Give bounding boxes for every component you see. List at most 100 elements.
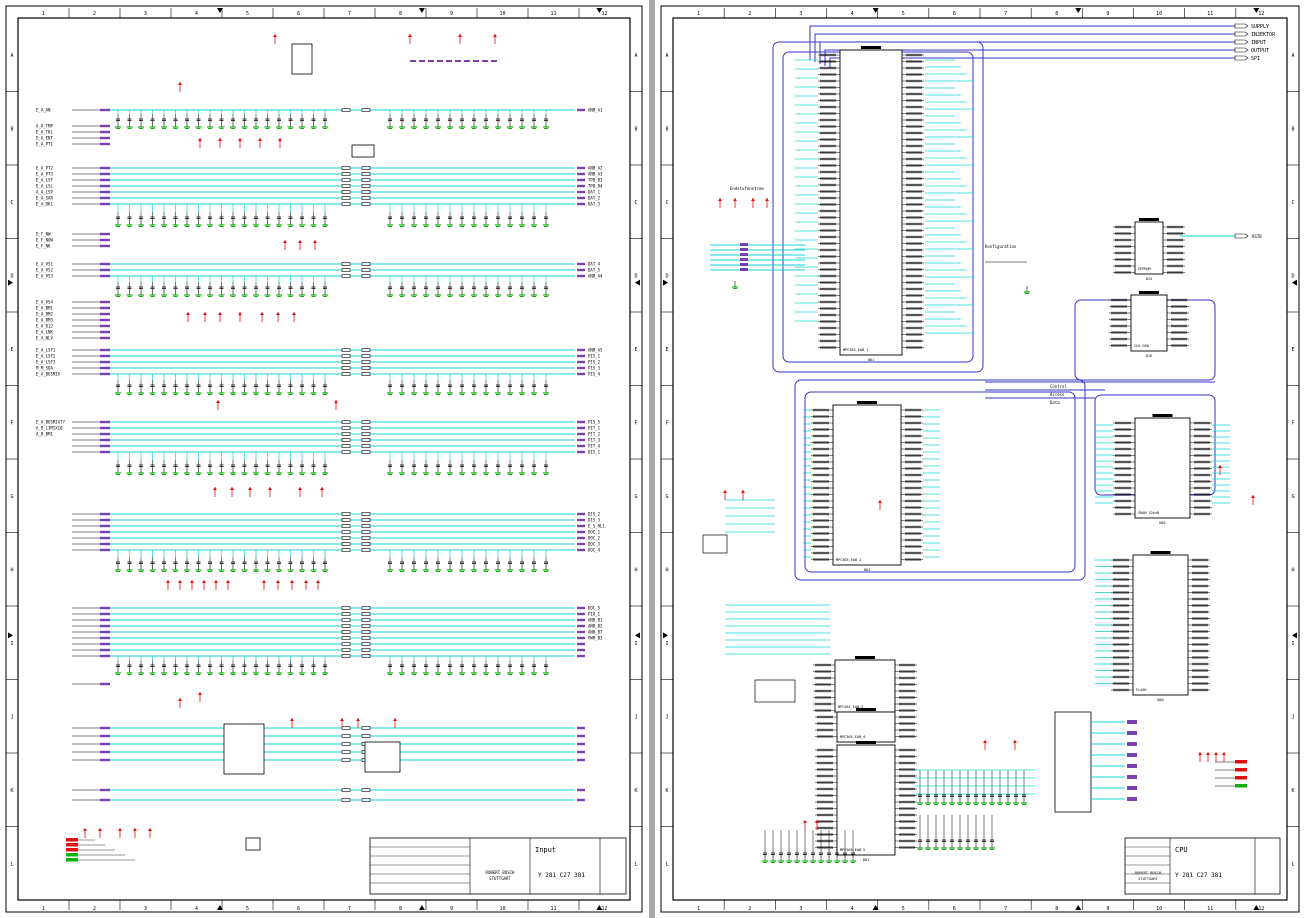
row-label-right: L: [1291, 861, 1294, 867]
column-label-top: 4: [851, 11, 854, 17]
connector-pin-icon: [100, 788, 110, 792]
row-label-left: H: [10, 567, 13, 573]
pin-label-block: [820, 300, 836, 304]
pin-label-block: [905, 532, 921, 535]
pin-label-block: [1111, 305, 1127, 308]
jumper-pin-icon: [1127, 786, 1137, 790]
row-label-left: C: [10, 200, 13, 206]
pin-label-block: [906, 60, 922, 63]
status-led-icon: [1235, 784, 1247, 788]
pin-label-block: [1194, 473, 1210, 477]
supply-arrow-icon: [765, 198, 769, 201]
ic-chip-ref: D06: [1157, 698, 1163, 702]
frame-arrow: [1253, 8, 1260, 13]
pin-label-block: [905, 473, 921, 477]
connector-pin-icon: [100, 274, 110, 278]
pin-label-block: [1113, 584, 1129, 588]
resistor-icon: [361, 268, 371, 272]
supply-arrow-icon: [983, 740, 987, 743]
pin-label-block: [906, 300, 922, 304]
output-pin-icon: [577, 178, 585, 182]
pin-label-block: [906, 307, 922, 310]
pin-label-block: [813, 499, 829, 503]
pin-label-block: [820, 125, 836, 128]
column-label-bottom: 4: [851, 906, 854, 912]
resistor-icon: [361, 734, 371, 738]
pin-label-block: [906, 248, 922, 252]
sheet-outer-border: [660, 5, 1300, 913]
pin-label-block: [817, 722, 833, 725]
legend-cell: [66, 858, 78, 862]
column-label-top: 7: [348, 11, 351, 17]
column-label-bottom: 2: [93, 906, 96, 912]
resistor-icon: [341, 750, 351, 754]
connector-pin-icon: [100, 426, 110, 430]
pin-label-block: [1111, 324, 1127, 328]
pin-label-block: [1115, 434, 1131, 438]
output-signal-label: ANB_A1: [588, 108, 603, 113]
resistor-icon: [361, 262, 371, 266]
resistor-icon: [361, 432, 371, 436]
output-signal-label: ANB_A4: [588, 274, 603, 279]
pin-label-block: [813, 519, 829, 522]
pin-label-block: [899, 663, 915, 667]
row-label-right: D: [1291, 273, 1294, 279]
column-label-top: 9: [450, 11, 453, 17]
output-pin-icon: [577, 262, 585, 266]
output-signal-label: DAT_4: [588, 262, 601, 267]
row-label-left: E: [665, 347, 668, 353]
pin-label-block: [906, 333, 922, 336]
input-signal-label: E_A_VS1: [36, 262, 53, 267]
output-pin-icon: [577, 750, 585, 754]
pin-label-block: [899, 748, 915, 752]
pin-label-block: [906, 164, 922, 167]
output-signal-label: ANB_A2: [588, 166, 603, 171]
supply-arrow-icon: [878, 500, 882, 503]
input-signal-label: E_A_NLV: [36, 336, 53, 341]
pin-label-block: [899, 728, 915, 732]
input-signal-label: E_A_LSF2: [36, 354, 56, 359]
pin-label-block: [817, 807, 833, 810]
supply-arrow-icon: [218, 312, 222, 315]
pin-label-block: [906, 261, 922, 265]
supply-arrow-icon: [276, 580, 280, 583]
column-label-bottom: 12: [1258, 906, 1264, 912]
supply-arrow-icon: [178, 698, 182, 701]
input-signal-label: A_A_TMP: [36, 124, 53, 129]
row-label-right: F: [634, 420, 637, 426]
pin-label-block: [906, 92, 922, 96]
port-connector-icon: [1234, 23, 1249, 29]
ic-chip-ref: D01: [863, 858, 869, 862]
frame-arrow: [8, 279, 13, 286]
column-label-bottom: 10: [499, 906, 505, 912]
pin-label-block: [817, 715, 833, 719]
pin-label-block: [906, 151, 922, 154]
resistor-icon: [361, 366, 371, 370]
pin-label-block: [1115, 428, 1131, 431]
row-label-left: D: [665, 273, 668, 279]
pin-tag-icon: [491, 60, 497, 62]
pin-label-block: [1192, 669, 1208, 672]
resistor-icon: [361, 648, 371, 652]
connector-pin-icon: [100, 548, 110, 552]
pin-label-block: [817, 833, 833, 836]
resistor-icon: [341, 542, 351, 546]
status-led-icon: [1235, 760, 1247, 764]
pin-label-block: [813, 545, 829, 548]
pin-label-block: [817, 768, 833, 771]
pin-label-block: [820, 313, 836, 317]
resistor-icon: [341, 172, 351, 176]
pin-label-block: [899, 689, 915, 693]
pin-label-block: [1167, 251, 1183, 255]
pin-label-block: [899, 820, 915, 823]
resistor-icon: [361, 172, 371, 176]
bus-line: [794, 379, 1086, 581]
row-label-right: K: [1291, 788, 1294, 794]
port-connector-icon: [1234, 47, 1249, 53]
pin-label-block: [817, 761, 833, 765]
pin-label-block: [899, 722, 915, 725]
supply-arrow-icon: [458, 34, 462, 37]
resistor-icon: [361, 624, 371, 628]
